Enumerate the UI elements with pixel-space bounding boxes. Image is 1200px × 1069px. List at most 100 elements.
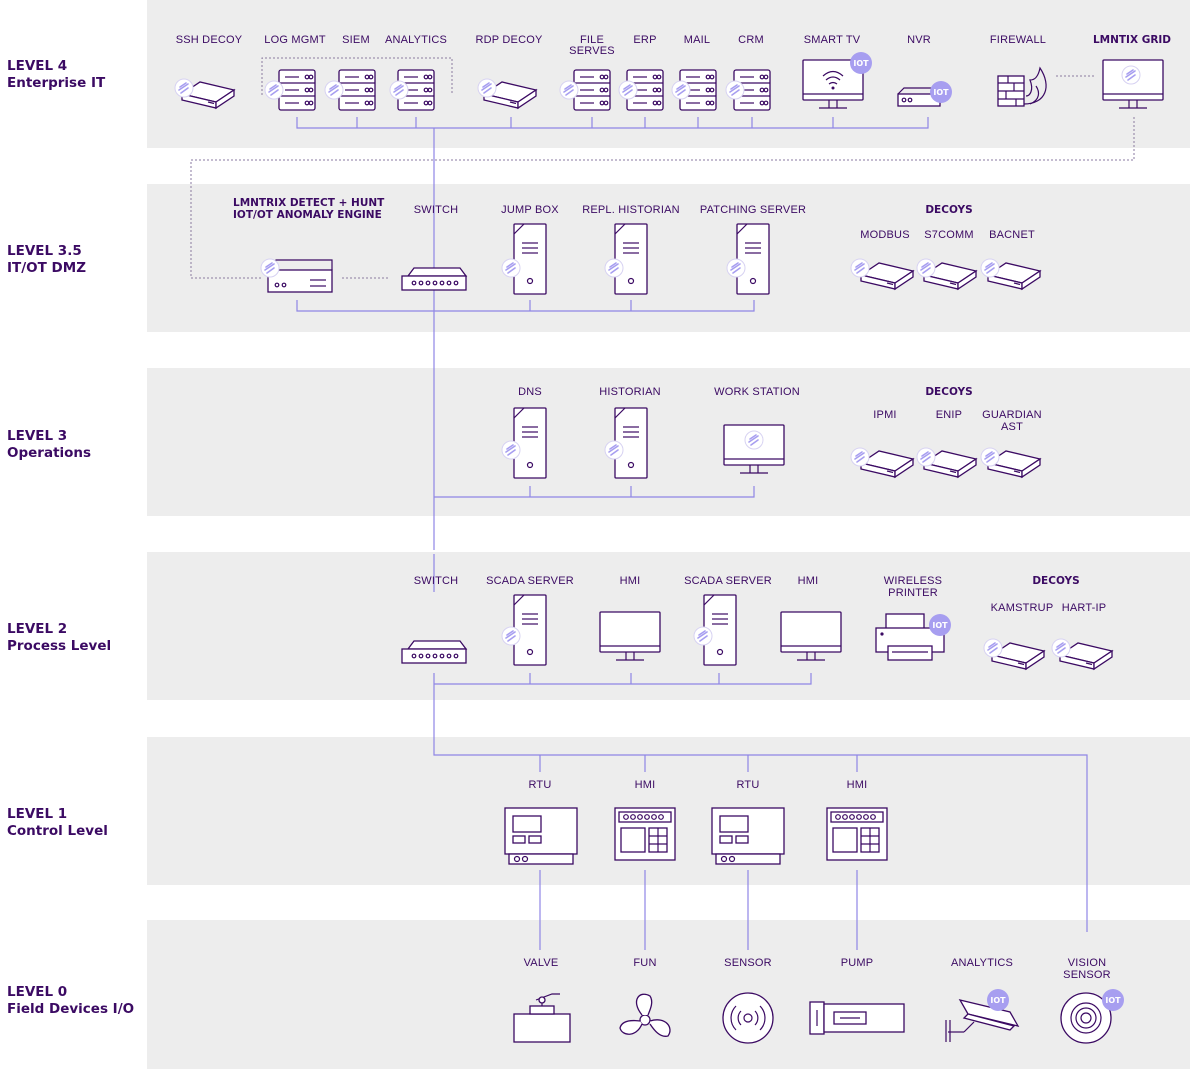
dns-label: DNS [518,386,542,398]
level2-subtitle: Process Level [7,638,111,654]
dmz-switch[interactable] [401,267,467,291]
pump-icon[interactable] [809,1001,905,1035]
grid-label: LMNTIX GRID [1093,34,1171,46]
historian-label: HISTORIAN [599,386,661,398]
camera-icon[interactable]: IOT [945,989,1020,1042]
dmz-decoys-label: DECOYS [925,204,972,216]
iot-badge: IOT [930,81,952,103]
smart-tv-label: SMART TV [804,34,861,46]
firewall-device[interactable] [997,66,1047,107]
nvr-device[interactable]: IOT [897,81,952,107]
level3-band [147,368,1190,516]
level1-subtitle: Control Level [7,823,108,839]
vision-sensor-label-2: SENSOR [1063,969,1111,981]
scada-server-2-label: SCADA SERVER [684,575,772,587]
rtu-2[interactable] [711,807,785,865]
hmi-panel-2-label: HMI [847,779,868,791]
level2-devices: SWITCH SCADA SERVER HMI SCADA SERVER HMI… [401,575,1113,670]
rdp-decoy-label: RDP DECOY [476,34,543,46]
hmi-panel-1[interactable] [614,807,676,861]
hmi-panel-1-label: HMI [635,779,656,791]
level0-devices: VALVE FUN SENSOR PUMP [513,957,1124,1044]
wireless-printer[interactable]: IOT [875,613,951,661]
level-titles: LEVEL 4 Enterprise IT LEVEL 3.5 IT/OT DM… [7,58,134,1017]
hmi-2-label: HMI [798,575,819,587]
svg-text:IOT: IOT [932,621,948,630]
level4-subtitle: Enterprise IT [7,75,106,91]
level1-title: LEVEL 1 [7,806,67,822]
ipmi-label: IPMI [873,409,896,421]
level3-title: LEVEL 3 [7,428,67,444]
jump-box-label: JUMP BOX [501,204,559,216]
firewall-label: FIREWALL [990,34,1046,46]
pump-label: PUMP [841,957,874,969]
engine-label-2: IOT/OT ANOMALY ENGINE [233,209,382,221]
file-serves-label-2: SERVES [569,45,615,57]
crm-label: CRM [738,34,764,46]
level1-devices: RTU HMI RTU HMI [504,779,888,865]
rtu-1-label: RTU [528,779,551,791]
level4-band [147,0,1190,148]
repl-historian-label: REPL. HISTORIAN [582,204,680,216]
smart-tv-device[interactable]: IOT [802,52,872,109]
ssh-decoy-label: SSH DECOY [176,34,243,46]
rtu-2-label: RTU [736,779,759,791]
sensor-icon[interactable] [722,992,774,1044]
anomaly-engine-device[interactable] [260,258,333,293]
level35-title: LEVEL 3.5 [7,243,82,259]
patching-server-label: PATCHING SERVER [700,204,806,216]
level35-devices: LMNTRIX DETECT + HUNT IOT/OT ANOMALY ENG… [233,197,1041,295]
valve-label: VALVE [524,957,559,969]
printer-label-1: WIRELESS [884,575,942,587]
hmi-panel-2[interactable] [826,807,888,861]
log-mgmt-label: LOG MGMT [264,34,326,46]
modbus-label: MODBUS [860,229,909,241]
process-decoys-label: DECOYS [1032,575,1079,587]
hart-ip-label: HART-IP [1062,602,1107,614]
scada-server-1-label: SCADA SERVER [486,575,574,587]
level3-devices: DNS HISTORIAN WORK STATION DECOYS IPMI E… [501,386,1042,479]
level4-title: LEVEL 4 [7,58,67,74]
engine-label-1: LMNTRIX DETECT + HUNT [233,197,385,209]
level2-band [147,552,1190,700]
connection-lines [190,57,1135,950]
level0-subtitle: Field Devices I/O [7,1001,134,1017]
vision-sensor-icon[interactable]: IOT [1060,989,1124,1044]
svg-text:IOT: IOT [1105,996,1121,1005]
printer-label-2: PRINTER [888,587,938,599]
level0-band [147,920,1190,1069]
mail-label: MAIL [684,34,710,46]
file-serves-label-1: FILE [580,34,604,46]
erp-label: ERP [633,34,656,46]
sensor-label: SENSOR [724,957,772,969]
level35-subtitle: IT/OT DMZ [7,260,86,276]
ops-decoys-label: DECOYS [925,386,972,398]
svg-text:IOT: IOT [933,88,949,97]
fan-icon[interactable] [619,993,671,1037]
dmz-switch-label: SWITCH [414,204,459,216]
siem-label: SIEM [342,34,370,46]
kamstrup-label: KAMSTRUP [991,602,1054,614]
process-switch-label: SWITCH [414,575,459,587]
level35-band [147,184,1190,332]
bacnet-label: BACNET [989,229,1035,241]
iot-badge: IOT [1102,989,1124,1011]
rtu-1[interactable] [504,807,578,865]
vision-sensor-label-1: VISION [1068,957,1107,969]
svg-text:IOT: IOT [853,59,869,68]
hmi-1-label: HMI [620,575,641,587]
level4-devices: SSH DECOY LOG MGMT SIEM ANALYTICS RDP DE… [174,34,1171,111]
level3-subtitle: Operations [7,445,91,461]
valve-icon[interactable] [513,993,571,1043]
iot-badge: IOT [929,614,951,636]
process-switch[interactable] [401,640,467,664]
level0-title: LEVEL 0 [7,984,67,1000]
iot-badge: IOT [987,989,1009,1011]
guardian-label-2: AST [1001,421,1023,433]
nvr-label: NVR [907,34,931,46]
work-station-label: WORK STATION [714,386,800,398]
iot-badge: IOT [850,52,872,74]
analytics-label: ANALYTICS [385,34,447,46]
s7comm-label: S7COMM [924,229,973,241]
